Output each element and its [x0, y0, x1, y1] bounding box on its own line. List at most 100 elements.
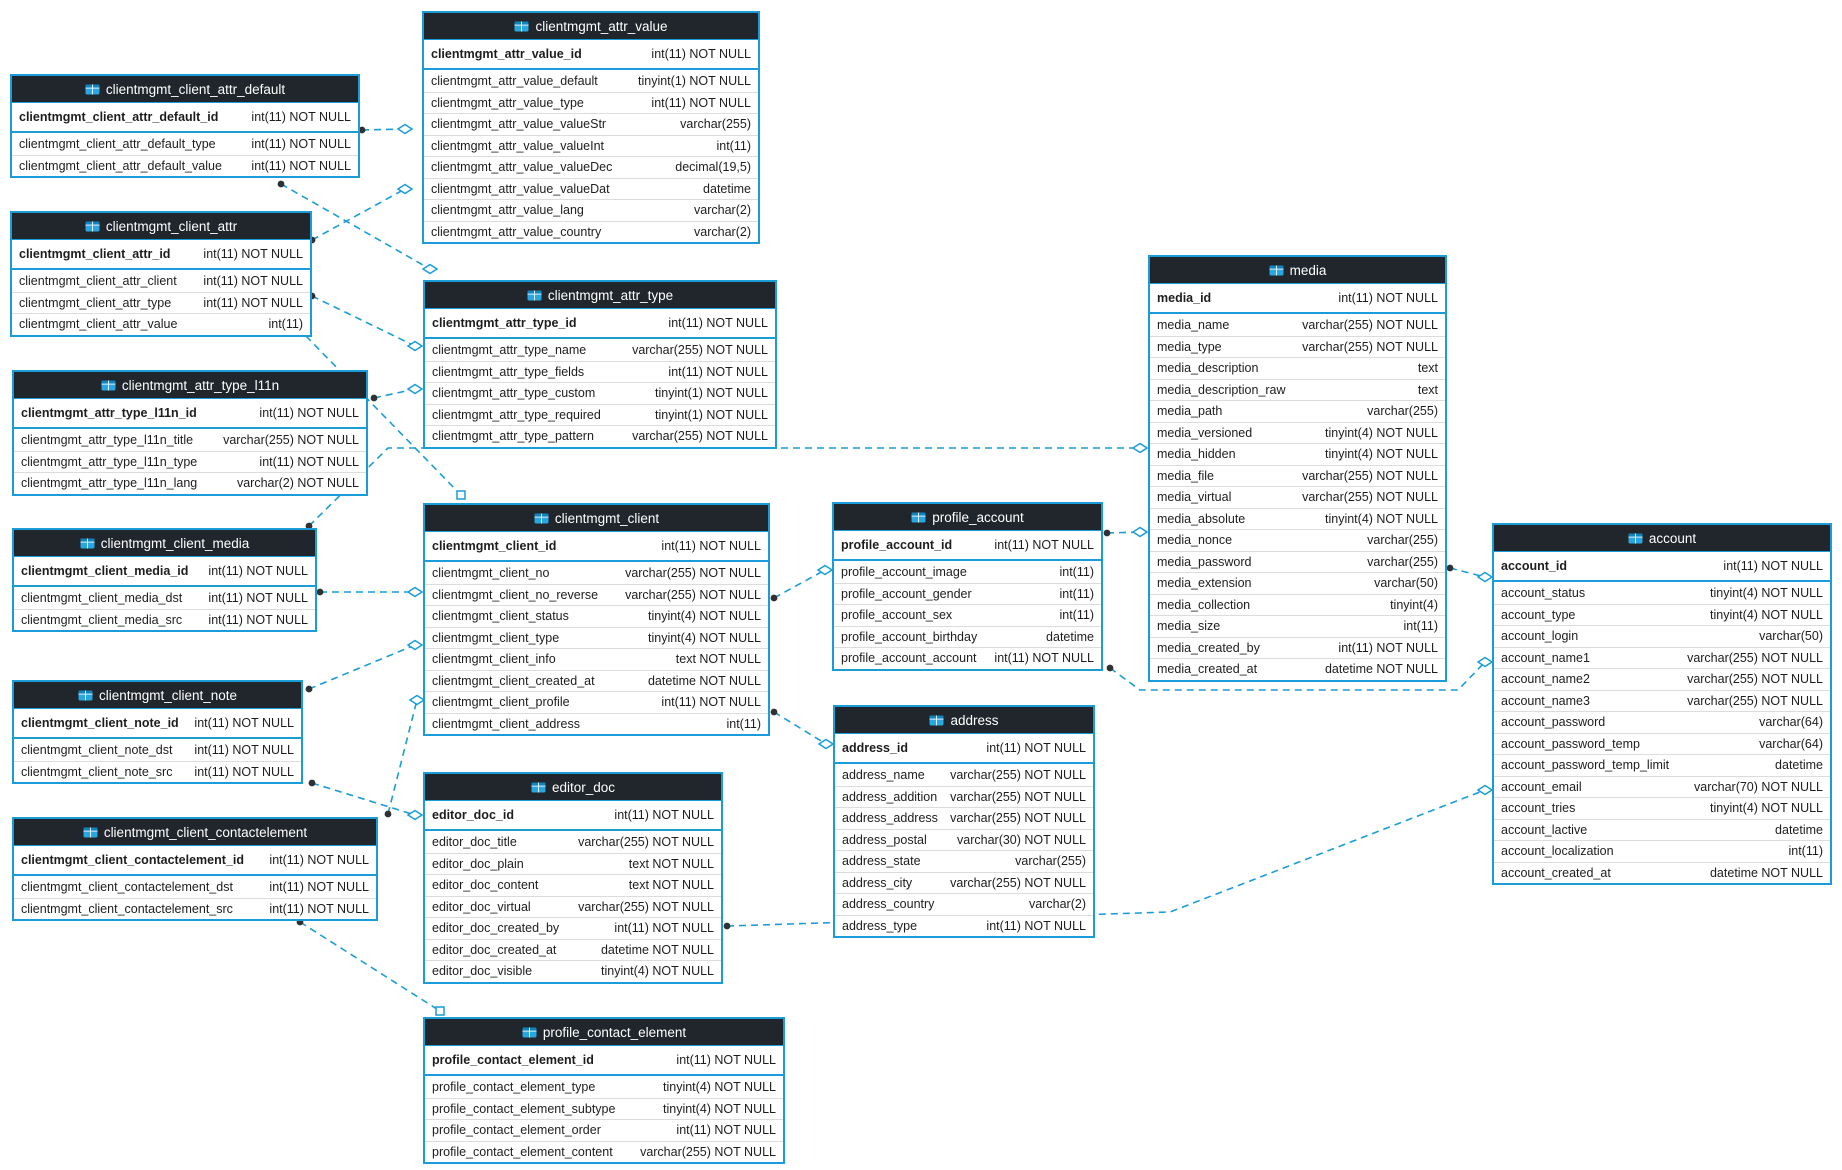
- relationship-line-client_media-to-media[interactable]: [308, 447, 1140, 527]
- table-header[interactable]: clientmgmt_client_media: [14, 530, 315, 557]
- table-header[interactable]: clientmgmt_client_note: [14, 682, 301, 709]
- table-header[interactable]: account: [1494, 525, 1830, 552]
- relationship-line-client_note-to-editor_doc[interactable]: [311, 782, 416, 816]
- table-header[interactable]: media: [1150, 257, 1445, 284]
- table-header[interactable]: clientmgmt_attr_value: [424, 13, 758, 40]
- table-header[interactable]: address: [835, 707, 1093, 734]
- table-header[interactable]: clientmgmt_client_attr_default: [12, 76, 358, 103]
- relationship-line-client_note-to-clientmgmt_client[interactable]: [308, 644, 416, 690]
- relationship-line-client_contactelement-to-profile_contact_element[interactable]: [299, 921, 441, 1012]
- table-header[interactable]: clientmgmt_client_contactelement: [14, 819, 376, 846]
- relationship-line-client_attr-to-attr_value[interactable]: [311, 188, 406, 241]
- relationship-line-clientmgmt_client-to-address[interactable]: [773, 711, 827, 745]
- relationship-line-profile_account-to-account[interactable]: [1109, 661, 1486, 691]
- table-header[interactable]: clientmgmt_client: [425, 505, 768, 532]
- relationship-line-client_contactelement-to-clientmgmt_client[interactable]: [387, 699, 418, 815]
